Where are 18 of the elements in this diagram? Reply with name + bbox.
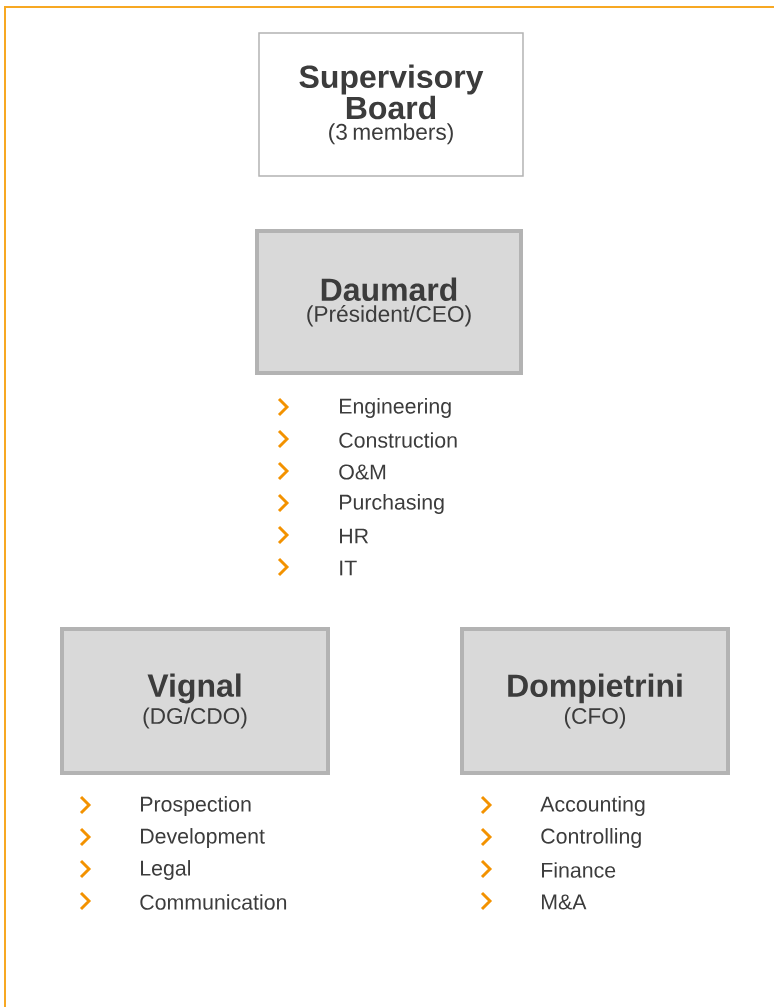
person-box: Vignal (DG/CDO) [60,627,330,775]
bullet-item: Legal [79,859,190,880]
bullet-item: IT [277,557,357,577]
bullet-item: Prospection [79,795,251,816]
person-box: Daumard (Président/CEO) [255,229,523,375]
person-box: Supervisory Board (3 members) [258,32,524,177]
bullet-item: Communication [79,891,287,911]
bullet-item: O&M [277,461,386,481]
bullet-item: Finance [480,859,616,879]
person-box: Dompietrini (CFO) [460,627,730,775]
bullet-item: Purchasing [277,493,444,514]
bullet-item: Controlling [480,827,641,848]
bullet-item: Accounting [480,795,645,816]
bullet-item: HR [277,525,369,545]
bullet-item: Construction [277,429,457,449]
bullet-item: M&A [480,891,587,911]
bullet-item: Engineering [277,397,451,418]
bullet-item: Development [79,827,265,848]
